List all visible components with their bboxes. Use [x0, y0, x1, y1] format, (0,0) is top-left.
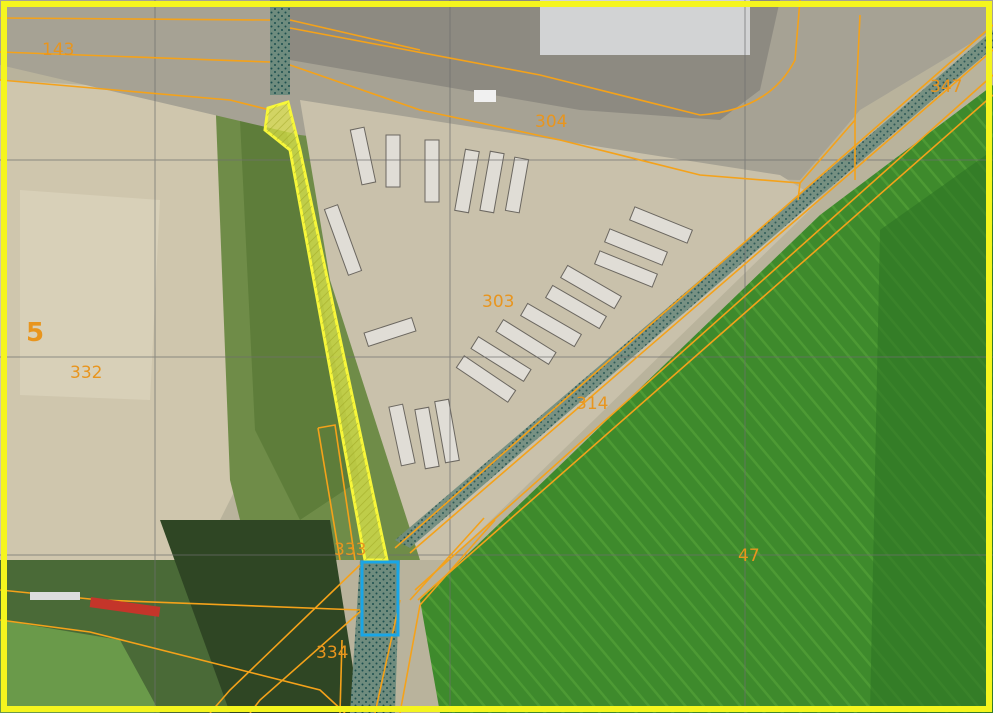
machinery	[89, 597, 161, 617]
sheet-label: 5	[26, 318, 45, 348]
parcel-label-304: 304	[535, 112, 568, 132]
crop-field	[420, 85, 993, 713]
parcel-label-303: 303	[482, 292, 515, 312]
parcel-label-347: 347	[930, 77, 963, 97]
ditch-top	[270, 0, 290, 95]
parcel-label-143: 143	[42, 40, 75, 60]
car	[474, 90, 496, 102]
parked-trucks	[323, 126, 694, 470]
parcel-label-333: 333	[334, 540, 367, 560]
parcel-label-334: 334	[316, 643, 349, 663]
parcel-label-332: 332	[70, 363, 103, 383]
parcel-label-314: 314	[576, 394, 609, 414]
selected-parcel-outline	[360, 560, 400, 637]
parcel-label-47: 47	[738, 546, 760, 566]
